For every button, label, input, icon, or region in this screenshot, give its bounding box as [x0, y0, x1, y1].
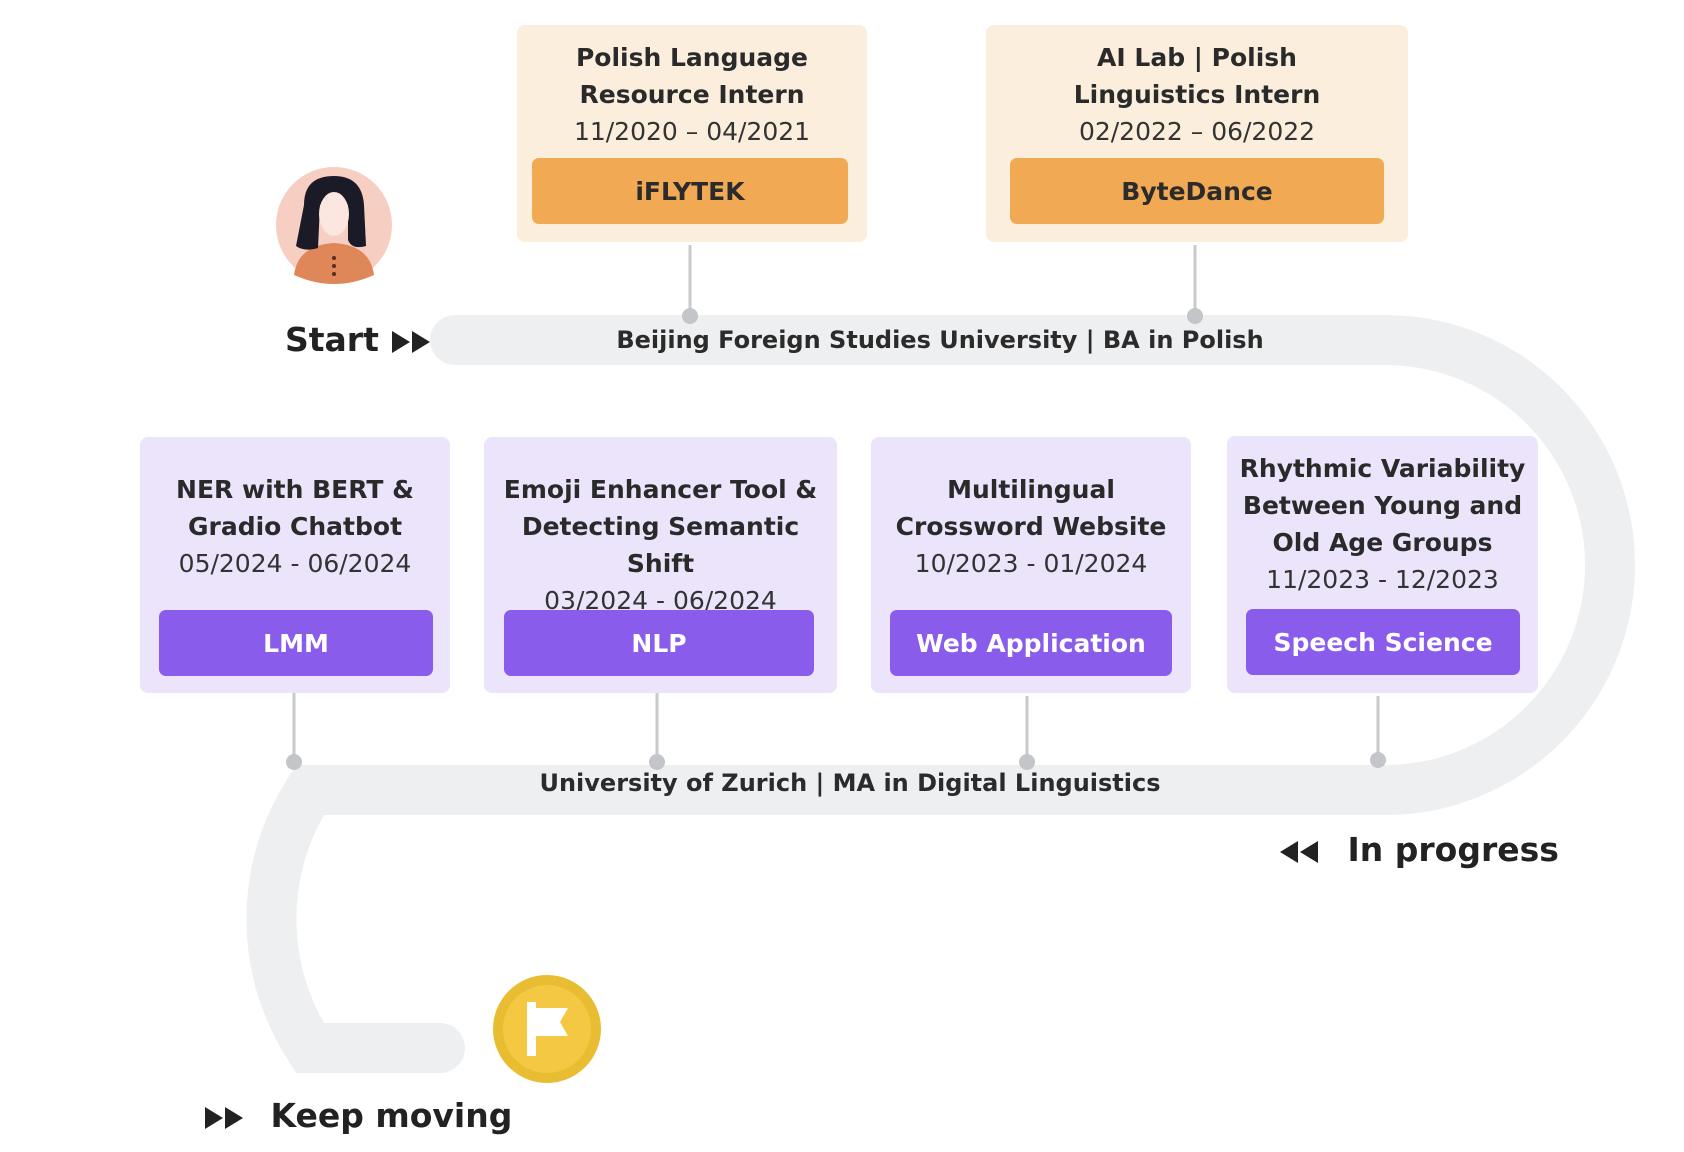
fast-forward-icon	[392, 330, 431, 353]
project-tag-speech-science: Speech Science	[1246, 609, 1520, 675]
rewind-icon	[1280, 840, 1318, 863]
project-title-line: Between Young and	[1242, 491, 1523, 520]
connector-rhythmic	[1370, 696, 1386, 768]
connector-emoji	[649, 690, 665, 770]
project-dates: 05/2024 - 06/2024	[178, 549, 412, 578]
work-title-line: AI Lab | Polish	[1097, 43, 1297, 72]
start-text: Start	[285, 320, 379, 359]
connector-iflytek	[682, 245, 698, 324]
project-title-line: Multilingual	[947, 475, 1115, 504]
project-tag-web-application: Web Application	[890, 610, 1172, 676]
work-dates: 02/2022 – 06/2022	[1078, 117, 1316, 146]
person-avatar-icon	[276, 167, 392, 284]
connector-crossword	[1019, 696, 1035, 770]
fast-forward-icon	[205, 1106, 243, 1129]
in-progress-text: In progress	[1347, 830, 1559, 869]
work-title-line: Resource Intern	[579, 80, 805, 109]
road-path	[246, 315, 1635, 1073]
work-title-line: Linguistics Intern	[1073, 80, 1321, 109]
company-tag-iflytek: iFLYTEK	[532, 158, 848, 224]
project-title-line: Rhythmic Variability	[1239, 454, 1526, 483]
work-card-iflytek: Polish Language Resource Intern 11/2020 …	[517, 25, 867, 242]
project-tag-lmm: LMM	[159, 610, 433, 676]
work-card-bytedance: AI Lab | Polish Linguistics Intern 02/20…	[986, 25, 1408, 242]
project-title-line: NER with BERT &	[176, 475, 414, 504]
project-title-line: Gradio Chatbot	[187, 512, 403, 541]
company-tag-bytedance: ByteDance	[1010, 158, 1384, 224]
project-title-line: Old Age Groups	[1272, 528, 1493, 557]
project-dates: 11/2023 - 12/2023	[1266, 565, 1499, 594]
project-card-crossword: Multilingual Crossword Website 10/2023 -…	[871, 437, 1191, 693]
keep-moving-text: Keep moving	[270, 1096, 513, 1135]
road-label-uzh: University of Zurich | MA in Digital Lin…	[539, 769, 1161, 797]
connector-bytedance	[1187, 245, 1203, 324]
connector-ner	[286, 690, 302, 770]
project-title-line: Crossword Website	[895, 512, 1167, 541]
work-title-line: Polish Language	[575, 43, 809, 72]
project-card-emoji: Emoji Enhancer Tool & Detecting Semantic…	[484, 437, 837, 693]
keep-moving-label: Keep moving	[203, 1096, 512, 1135]
flag-icon	[493, 975, 601, 1083]
start-label: Start	[285, 320, 436, 359]
project-dates: 10/2023 - 01/2024	[914, 549, 1148, 578]
project-card-rhythmic: Rhythmic Variability Between Young and O…	[1227, 436, 1538, 693]
project-tag-nlp: NLP	[504, 610, 814, 676]
project-title-line: Emoji Enhancer Tool &	[503, 475, 818, 504]
road-label-bfsu: Beijing Foreign Studies University | BA …	[616, 326, 1264, 354]
in-progress-label: In progress	[1278, 830, 1559, 869]
project-title-line: Detecting Semantic Shift	[521, 512, 800, 578]
work-dates: 11/2020 – 04/2021	[573, 117, 811, 146]
project-card-ner: NER with BERT & Gradio Chatbot 05/2024 -…	[140, 437, 450, 693]
